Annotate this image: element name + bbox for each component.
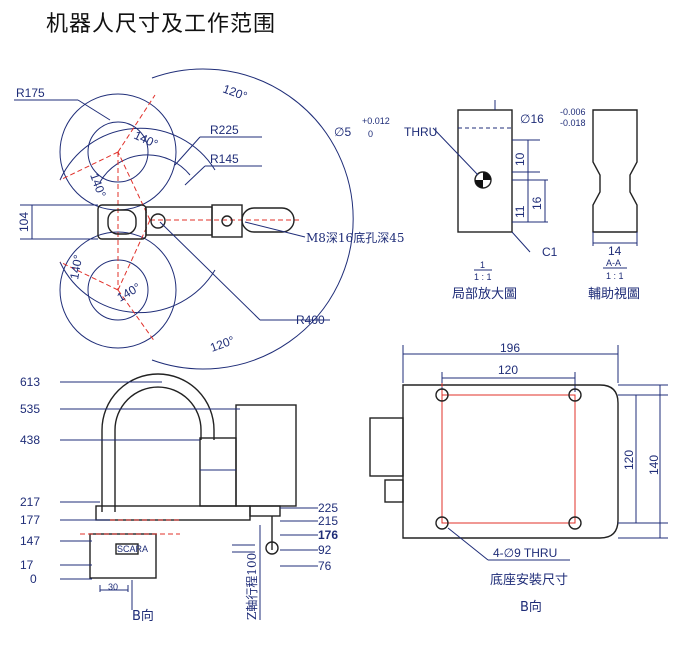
dim-r145: R145: [210, 152, 239, 166]
dim-120-top: 120: [498, 363, 518, 377]
dim-angle-140-b: 140°: [87, 171, 109, 199]
arc-r145: [99, 154, 191, 183]
detail-scale-num: 1: [480, 260, 485, 270]
dim-176: 176: [318, 528, 338, 542]
dim-217: 217: [20, 495, 40, 509]
side-b-label: B向: [132, 608, 154, 624]
dim-angle-140-a: 140°: [132, 128, 161, 151]
dim-angle-140-c: 140°: [67, 253, 85, 280]
dim-225: 225: [318, 501, 338, 515]
shaft-tol-lower: -0.018: [560, 118, 586, 128]
detail-view: ∅5 +0.012 0 THRU ∅16 -0.006 -0.018 10 11…: [334, 100, 586, 302]
dim-angle-120-top: 120°: [221, 82, 249, 104]
dim-438: 438: [20, 433, 40, 447]
hole-tol-lower: 0: [368, 129, 373, 139]
upper-housing: [199, 437, 237, 507]
end-joint: [249, 505, 281, 517]
base-caption: 底座安裝尺寸: [490, 572, 568, 588]
tapped-hole-note: M8深16底孔深45: [306, 230, 404, 245]
dim-angle-140-d: 140°: [115, 280, 144, 305]
mount-hole-icon: [435, 388, 449, 402]
side-view: 613 535 438 217 177 147 17 0 225 215 176…: [20, 373, 338, 624]
dim-angle-120-bottom: 120°: [208, 333, 236, 355]
arm-loop-inner: [114, 386, 202, 512]
dim-17: 17: [20, 558, 34, 572]
detail-caption: 局部放大圖: [452, 287, 517, 302]
dim-r175: R175: [16, 86, 45, 100]
detail-scale: 1 : 1: [474, 272, 492, 282]
detail-shaft: [457, 109, 513, 233]
dim-30: 30: [108, 582, 118, 592]
aux-caption: 輔助視圖: [588, 287, 640, 302]
aux-view: 14 A-A 1 : 1 輔助視圖: [588, 109, 640, 302]
shaft-dia: ∅16: [520, 112, 544, 126]
mount-hole-icon: [568, 516, 582, 530]
arm-link-2: [241, 207, 295, 233]
dim-120-right: 120: [622, 450, 636, 470]
arm-link-1: [145, 206, 213, 236]
end-effector-icon: [265, 541, 279, 555]
base-view: 196 120 120 140 4-∅9 THRU 底座安裝尺寸 B向: [369, 341, 668, 615]
arm-joint-2: [211, 204, 243, 238]
hole-tol-upper: +0.012: [362, 116, 390, 126]
base-joint: [107, 209, 137, 235]
dim-14: 14: [608, 244, 622, 258]
shaft-tol-upper: -0.006: [560, 107, 586, 117]
hole-thru: THRU: [404, 125, 437, 139]
dim-0: 0: [30, 572, 37, 586]
side-base: [89, 533, 157, 579]
aux-shaft-profile: [592, 109, 638, 233]
dim-16: 16: [530, 196, 544, 210]
arc-r225-upper: [59, 127, 216, 181]
hole-dia: ∅5: [334, 125, 351, 139]
dim-613: 613: [20, 375, 40, 389]
page-title: 机器人尺寸及工作范围: [46, 12, 277, 37]
arc-r225-lower: [59, 261, 216, 314]
dim-215: 215: [318, 514, 338, 528]
section-label: A-A: [606, 258, 621, 268]
dim-r225: R225: [210, 123, 239, 137]
dim-r400: R400: [296, 313, 325, 327]
mount-hole-icon: [568, 388, 582, 402]
dim-11: 11: [513, 205, 527, 218]
base-label-plate: [115, 543, 139, 555]
dim-92: 92: [318, 543, 332, 557]
aux-scale: 1 : 1: [606, 271, 624, 281]
z-stroke-label: Z軸行程100: [244, 553, 259, 620]
dim-177: 177: [20, 513, 40, 527]
dim-535: 535: [20, 402, 40, 416]
shoulder-joint-icon: [150, 213, 166, 229]
hole-pattern: [441, 394, 576, 524]
base-model-label: SCARA: [117, 544, 148, 554]
inner-circle-upper: [87, 121, 149, 183]
side-arm-link: [95, 505, 251, 521]
elbow-joint-icon: [221, 215, 233, 227]
cable-connector: [369, 417, 404, 477]
base-plate: [402, 384, 619, 539]
dim-10: 10: [513, 152, 527, 166]
holes-note: 4-∅9 THRU: [493, 546, 557, 560]
arm-loop-outer: [101, 373, 215, 512]
connector-plug: [384, 479, 404, 503]
top-view: R175 120° 140° 140° R225 R145 104 140° 1…: [14, 68, 404, 370]
chamfer-c1: C1: [542, 245, 558, 259]
base-b-label: B向: [520, 599, 542, 615]
dim-196: 196: [500, 341, 520, 355]
dim-104: 104: [17, 212, 31, 232]
dim-140: 140: [647, 455, 661, 475]
motor-housing: [235, 404, 297, 507]
mount-hole-icon: [435, 516, 449, 530]
dim-76: 76: [318, 559, 332, 573]
reach-arc-r400: [151, 68, 354, 370]
dim-147: 147: [20, 534, 40, 548]
